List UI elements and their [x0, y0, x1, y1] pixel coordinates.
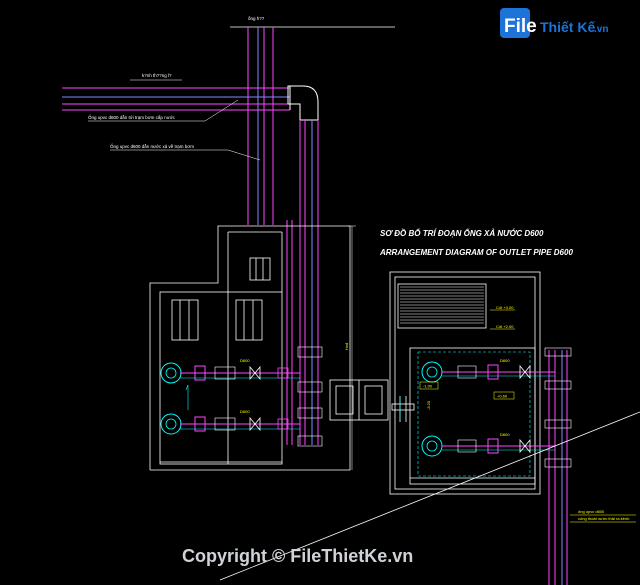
right-note-1: Cốt +3.00 — [496, 305, 514, 310]
filethietke-logo: File Thiết Kế .vn — [500, 8, 608, 38]
top-pipe-label: ống h?? — [248, 16, 265, 21]
right-flanges — [544, 347, 572, 468]
bottom-note-1: ống upvc d600 — [578, 509, 605, 514]
copyright-watermark: Copyright © FileThietKe.vn — [182, 546, 413, 566]
pipe-elbow — [287, 85, 319, 121]
title-vi: SƠ ĐỒ BỐ TRÍ ĐOẠN ỐNG XẢ NƯỚC D600 — [380, 228, 544, 238]
bottom-note-2: cống thoát nước thải ra kênh — [578, 516, 629, 521]
level-3: -3.20 — [426, 400, 431, 410]
valve-tag-3: D600 — [500, 358, 510, 363]
valve-tag-4: D600 — [500, 432, 510, 437]
right-building — [389, 271, 541, 495]
right-grille — [400, 286, 484, 324]
pipe-note-1: Ống upvc d600 dẫn tới trạm bơm cấp nước — [88, 114, 176, 120]
logo-domain-text: .vn — [594, 24, 608, 35]
logo-rest-text: Thiết Kế — [540, 19, 595, 35]
right-pump-row-1: D600 — [421, 358, 555, 383]
horizontal-pipes-group — [62, 87, 290, 111]
logo-file-icon — [500, 8, 530, 38]
logo-file-text: File — [504, 16, 537, 37]
right-note-2: Cốt +2.00 — [496, 324, 514, 329]
left-flanges — [297, 346, 323, 447]
outlet-vertical-pipes — [286, 120, 319, 445]
vertical-pipes-group — [247, 27, 274, 225]
left-building — [149, 225, 351, 471]
level-1: -1.00 — [423, 384, 433, 389]
right-vertical-pipes — [548, 350, 568, 585]
middle-connection — [329, 379, 389, 421]
left-pump-row-1: D600 — [160, 358, 300, 384]
ground-line — [219, 411, 640, 581]
valve-tag-2: D600 — [240, 409, 250, 414]
title-en: ARRANGEMENT DIAGRAM OF OUTLET PIPE D600 — [379, 248, 573, 257]
valve-tag-1: D600 — [240, 358, 250, 363]
level-2: +0.60 — [497, 394, 508, 399]
pipe-note-2: Ống upvc d600 dẫn nước xả về trạm bơm — [110, 143, 194, 149]
vertical-dim-label: Hvđ — [344, 342, 349, 350]
left-pump-row-2: D600 — [160, 409, 300, 435]
right-pump-row-2: D600 — [421, 432, 555, 457]
left-label: k?nh th??ng l? — [142, 73, 172, 78]
